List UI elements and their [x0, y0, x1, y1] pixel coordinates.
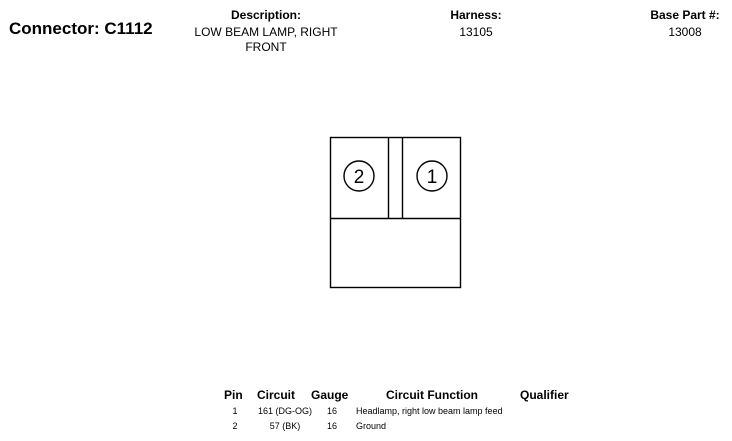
pin-cavity-1 [416, 160, 448, 192]
description-value: LOW BEAM LAMP, RIGHT FRONT [194, 25, 338, 54]
base-part-label: Base Part #: [650, 8, 720, 22]
pin-label-2: 2 [354, 167, 365, 188]
cell-pin: 2 [232, 421, 238, 431]
connector-title: Connector: C1112 [9, 19, 153, 38]
pin-cavity-2 [343, 160, 375, 192]
pin-label-1: 1 [427, 167, 438, 188]
base-part-value: 13008 [668, 25, 702, 39]
col-header-circuit: Circuit [257, 388, 296, 402]
cell-function: Ground [356, 421, 387, 431]
harness-label: Harness: [450, 8, 502, 22]
cell-pin: 1 [232, 406, 238, 416]
cell-gauge: 16 [326, 421, 337, 431]
cell-gauge: 16 [326, 406, 337, 416]
col-header-function: Circuit Function [386, 388, 478, 402]
connector-body-outline [329, 136, 462, 289]
description-label: Description: [230, 8, 301, 22]
cell-circuit: 161 (DG-OG) [257, 406, 312, 416]
col-header-qualifier: Qualifier [520, 388, 569, 402]
col-header-pin: Pin [224, 388, 243, 402]
col-header-gauge: Gauge [311, 388, 349, 402]
cell-function: Headlamp, right low beam lamp feed [356, 406, 503, 416]
cell-circuit: 57 (BK) [269, 421, 301, 431]
harness-value: 13105 [459, 25, 493, 39]
